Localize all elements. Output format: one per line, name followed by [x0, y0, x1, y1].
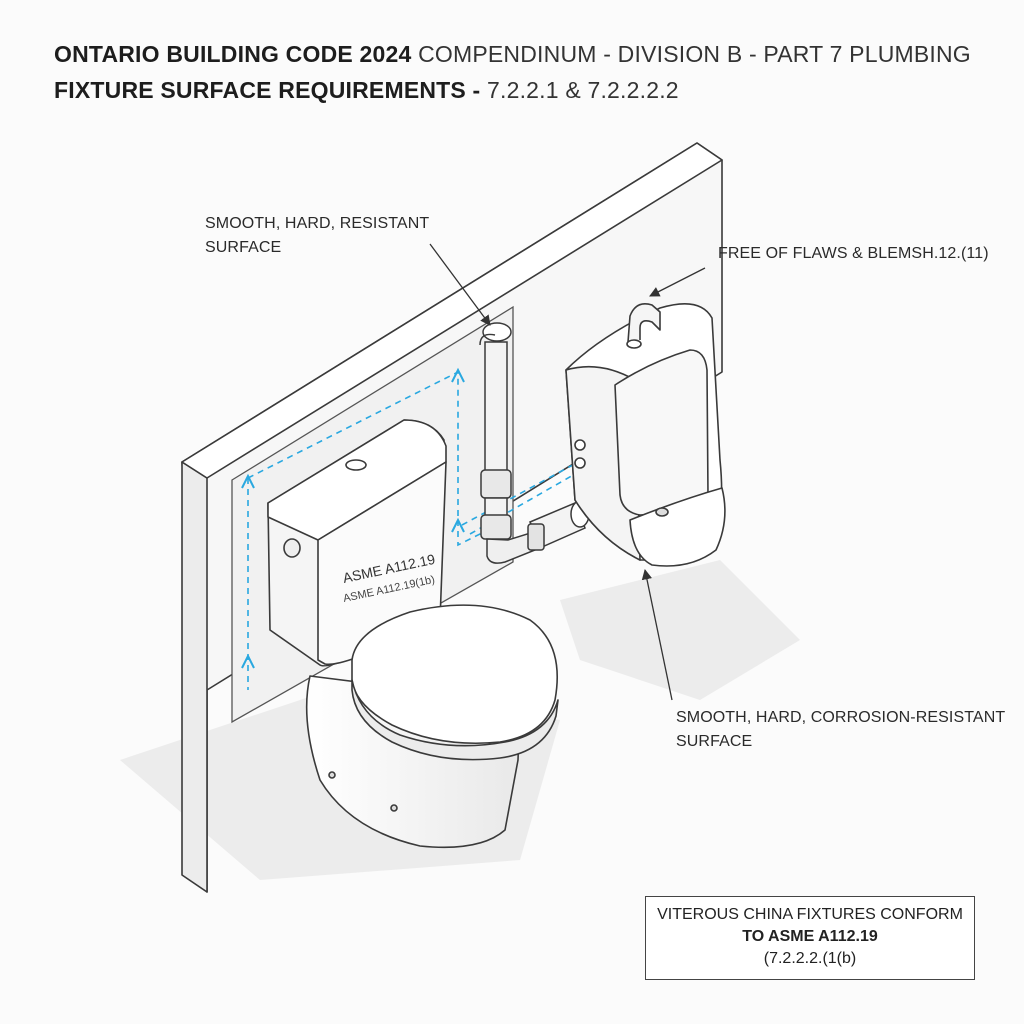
title-line-2: FIXTURE SURFACE REQUIREMENTS - 7.2.2.1 &…	[54, 72, 984, 108]
callout-smooth-hard-resistant: SMOOTH, HARD, RESISTANT SURFACE	[205, 212, 429, 260]
title-line-2-bold: FIXTURE SURFACE REQUIREMENTS -	[54, 77, 481, 103]
callout-corrosion-resistant: SMOOTH, HARD, CORROSION-RESISTANT SURFAC…	[676, 706, 1005, 754]
callout-line: FREE OF FLAWS & BLEMSH.12.(11)	[718, 245, 989, 262]
leader-lines	[429, 243, 706, 701]
note-box-line-2: TO ASME A112.19	[742, 928, 878, 945]
callout-free-of-flaws: FREE OF FLAWS & BLEMSH.12.(11)	[718, 242, 989, 266]
callout-line: SURFACE	[676, 733, 753, 750]
title-line-1: ONTARIO BUILDING CODE 2024 COMPENDINUM -…	[54, 36, 984, 72]
callout-line: SMOOTH, HARD, RESISTANT	[205, 215, 430, 232]
title-line-1-bold: ONTARIO BUILDING CODE 2024	[54, 41, 412, 67]
note-box-line-3: (7.2.2.2.(1(b)	[763, 950, 857, 967]
urinal	[565, 302, 726, 567]
note-box: VITEROUS CHINA FIXTURES CONFORM TO ASME …	[645, 896, 975, 980]
page-title: ONTARIO BUILDING CODE 2024 COMPENDINUM -…	[54, 36, 984, 108]
note-box-line-1: VITEROUS CHINA FIXTURES CONFORM	[657, 906, 963, 923]
callout-line: SURFACE	[205, 239, 282, 256]
blue-arrow-marks	[241, 367, 584, 669]
vertical-pipe	[479, 322, 590, 564]
title-line-1-rest: COMPENDINUM - DIVISION B - PART 7 PLUMBI…	[418, 41, 971, 67]
title-line-2-rest: 7.2.2.1 & 7.2.2.2.2	[487, 77, 679, 103]
callout-line: SMOOTH, HARD, CORROSION-RESISTANT	[676, 709, 1006, 726]
toilet-bowl	[305, 604, 559, 849]
